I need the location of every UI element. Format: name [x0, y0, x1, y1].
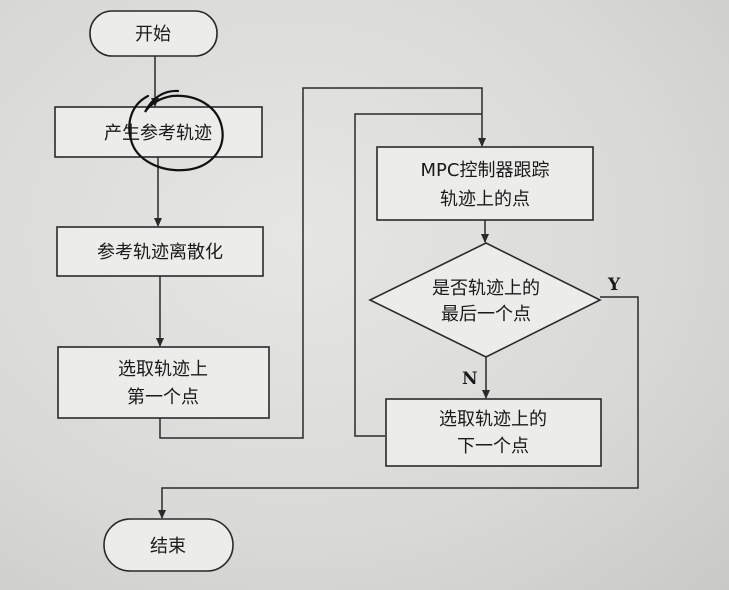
arrow-decision-yes	[158, 296, 639, 519]
decision-node: 是否轨迹上的 最后一个点	[368, 242, 602, 358]
start-node: 开始	[89, 10, 218, 57]
arrow-select-first-to-mpc	[159, 87, 486, 439]
no-label: N	[462, 369, 478, 389]
select-next-line-1: 选取轨迹上的	[439, 409, 547, 430]
arrow-loop-back	[354, 113, 482, 437]
discretize-label: 参考轨迹离散化	[97, 242, 223, 263]
mpc-node: MPC控制器跟踪 轨迹上的点	[376, 146, 594, 221]
select-first-node: 选取轨迹上 第一个点	[57, 346, 270, 419]
select-first-line-2: 第一个点	[127, 387, 199, 408]
end-label: 结束	[150, 536, 186, 557]
decision-line-2: 最后一个点	[441, 304, 531, 325]
connectors	[151, 56, 639, 519]
yes-label: Y	[607, 275, 621, 295]
decision-line-1: 是否轨迹上的	[432, 278, 540, 299]
end-node: 结束	[103, 518, 234, 572]
select-next-line-2: 下一个点	[457, 436, 529, 457]
mpc-line-2: 轨迹上的点	[440, 189, 530, 210]
mpc-line-1: MPC控制器跟踪	[421, 160, 550, 181]
discretize-node: 参考轨迹离散化	[56, 226, 264, 277]
select-next-node: 选取轨迹上的 下一个点	[385, 398, 602, 467]
start-label: 开始	[135, 24, 171, 45]
generate-ref-label: 产生参考轨迹	[104, 123, 212, 144]
handwritten-circle-mark	[128, 89, 224, 172]
generate-ref-node: 产生参考轨迹	[54, 89, 263, 172]
select-first-line-1: 选取轨迹上	[118, 359, 208, 380]
